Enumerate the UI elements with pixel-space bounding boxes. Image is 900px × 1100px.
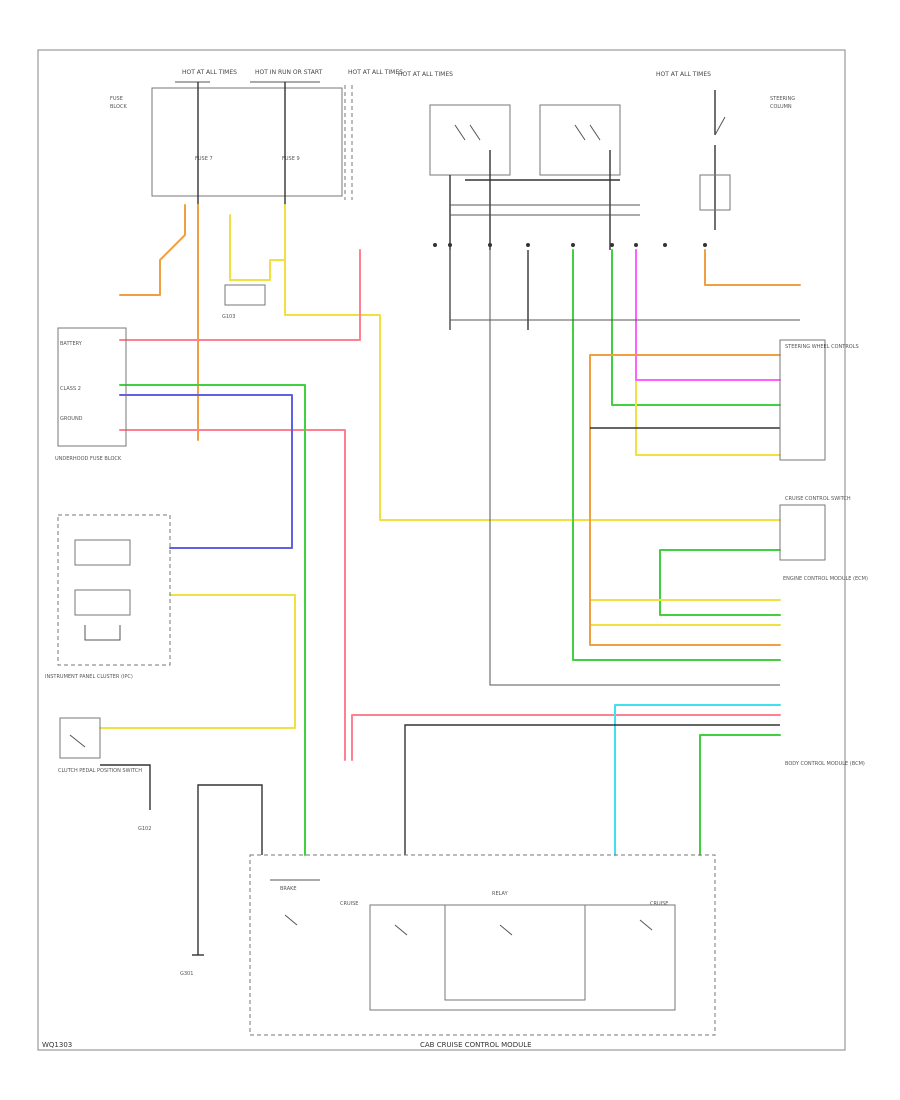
ground-a-label: G102 — [138, 826, 151, 832]
wire-green-ecm — [659, 549, 781, 616]
ground-symbol: G301 — [180, 954, 204, 977]
fuse-label-c: HOT AT ALL TIMES — [348, 69, 403, 76]
top-left-fuse-block: HOT AT ALL TIMES HOT IN RUN OR START FUS… — [110, 69, 343, 205]
svg-text:BLOCK: BLOCK — [110, 104, 127, 110]
svg-text:BRAKE: BRAKE — [280, 886, 297, 892]
wire-yellow-right — [635, 249, 781, 456]
svg-text:RELAY: RELAY — [492, 891, 509, 897]
connector-pins-row — [433, 243, 707, 247]
fuse-label-a: HOT AT ALL TIMES — [182, 69, 237, 76]
svg-text:CLASS 2: CLASS 2 — [60, 386, 81, 392]
wire-yellow-top — [284, 204, 781, 521]
wire-pink-lower — [119, 429, 346, 761]
wire-gray-long — [489, 250, 780, 686]
svg-text:GROUND: GROUND — [60, 416, 83, 422]
svg-text:STEERING: STEERING — [770, 96, 795, 102]
svg-text:CRUISE: CRUISE — [340, 901, 358, 907]
cruise-control-module: BRAKE CRUISE CRUISE RELAY CAB CRUISE CON… — [249, 854, 716, 1049]
left-module-label: UNDERHOOD FUSE BLOCK — [55, 456, 122, 462]
wire-pink-main — [119, 249, 361, 341]
fuse-label-d: HOT AT ALL TIMES — [398, 71, 453, 78]
wire-black-ground — [197, 784, 263, 955]
right-module-ecm: ENGINE CONTROL MODULE (ECM) — [783, 576, 868, 582]
wire-black-switch — [100, 764, 151, 810]
footer-title: CAB CRUISE CONTROL MODULE — [420, 1041, 532, 1049]
svg-text:FUSE: FUSE — [110, 96, 123, 102]
left-module: BATTERY CLASS 2 GROUND UNDERHOOD FUSE BL… — [55, 327, 127, 462]
fuse-label-e: HOT AT ALL TIMES — [656, 71, 711, 78]
wire-blue — [119, 394, 293, 549]
fuse-label-b: HOT IN RUN OR START — [255, 69, 323, 76]
wire-orange-mid — [589, 354, 781, 646]
wire-yellow-ecm — [589, 599, 781, 626]
wire-green-left — [119, 384, 306, 856]
svg-text:CRUISE: CRUISE — [650, 901, 668, 907]
top-dashed-connector: HOT AT ALL TIMES — [344, 69, 403, 200]
wire-yellow-relay — [229, 214, 286, 281]
wire-yellow-cluster — [99, 594, 296, 729]
wire-green-bottom — [699, 734, 781, 856]
left-switch-label: CLUTCH PEDAL POSITION SWITCH — [58, 768, 142, 774]
wire-orange-left — [119, 204, 186, 296]
figure-id: WQ1303 — [42, 1041, 72, 1049]
wire-black-bcm — [404, 724, 780, 855]
wire-pink-right — [351, 714, 781, 761]
wire-cyan — [614, 704, 781, 856]
top-right-switch: STEERING COLUMN — [699, 90, 795, 230]
relay-small-block: G103 — [222, 284, 266, 320]
bcm-label: BODY CONTROL MODULE (BCM) — [785, 761, 865, 767]
svg-text:FUSE 7: FUSE 7 — [195, 156, 213, 162]
svg-text:FUSE 9: FUSE 9 — [282, 156, 300, 162]
right-switch-b-label: CRUISE CONTROL SWITCH — [785, 496, 851, 502]
right-module-a: STEERING WHEEL CONTROLS — [779, 339, 859, 461]
right-module-b: CRUISE CONTROL SWITCH — [779, 496, 851, 561]
ground-b-label: G301 — [180, 971, 193, 977]
right-module-bcm: BODY CONTROL MODULE (BCM) — [785, 761, 865, 767]
diagram-frame — [37, 49, 846, 1051]
ecm-label: ENGINE CONTROL MODULE (ECM) — [783, 576, 868, 582]
svg-text:COLUMN: COLUMN — [770, 104, 792, 110]
wire-green-right — [572, 249, 781, 661]
clutch-switch: CLUTCH PEDAL POSITION SWITCH G102 — [58, 717, 151, 832]
top-relay-group: HOT AT ALL TIMES HOT AT ALL TIMES — [398, 71, 711, 330]
ground-c-label: G103 — [222, 314, 235, 320]
wire-orange-right — [704, 249, 801, 286]
instrument-cluster: INSTRUMENT PANEL CLUSTER (IPC) — [45, 514, 171, 680]
wire-green-top — [611, 249, 781, 406]
cluster-label: INSTRUMENT PANEL CLUSTER (IPC) — [45, 674, 133, 680]
wire-violet — [635, 249, 781, 381]
svg-text:BATTERY: BATTERY — [60, 341, 83, 347]
right-switch-a-label: STEERING WHEEL CONTROLS — [785, 344, 859, 350]
